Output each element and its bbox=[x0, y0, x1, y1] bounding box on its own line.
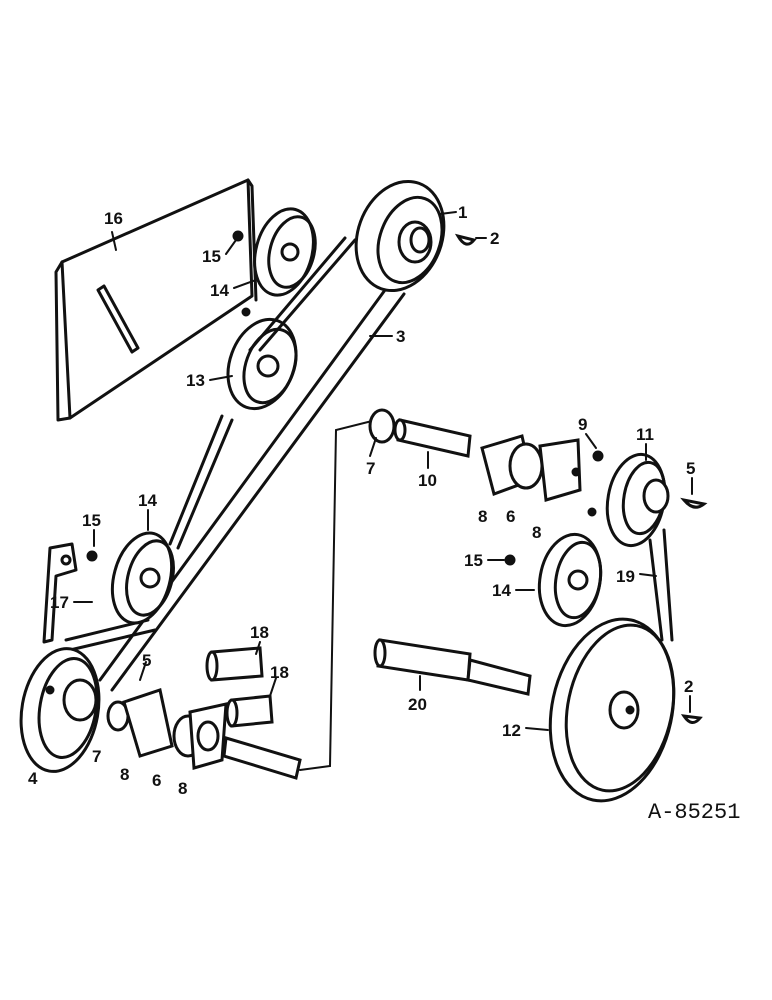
label-14-left: 14 bbox=[138, 491, 157, 510]
label-17: 17 bbox=[50, 593, 69, 612]
label-3: 3 bbox=[396, 327, 405, 346]
label-2-top: 2 bbox=[490, 229, 499, 248]
label-2-bottom: 2 bbox=[684, 677, 693, 696]
figure-code: A-85251 bbox=[648, 800, 740, 825]
key-2-top bbox=[454, 233, 477, 246]
idler-pulley-left bbox=[86, 531, 175, 625]
mounting-bracket-17 bbox=[42, 542, 78, 644]
pulley-11 bbox=[605, 452, 670, 548]
pulley-1 bbox=[354, 179, 446, 293]
key-5-right bbox=[680, 497, 708, 509]
leader-lines bbox=[73, 211, 693, 731]
label-18-top: 18 bbox=[250, 623, 269, 642]
key-2-bottom bbox=[680, 714, 703, 724]
connector-line bbox=[299, 419, 377, 771]
idler-pulley-right bbox=[504, 532, 603, 628]
label-14-top: 14 bbox=[210, 281, 229, 300]
label-16: 16 bbox=[104, 209, 123, 228]
label-15-right: 15 bbox=[464, 551, 483, 570]
label-19: 19 bbox=[616, 567, 635, 586]
label-8-left-a: 8 bbox=[120, 765, 129, 784]
bracket-plate bbox=[54, 178, 258, 422]
label-6-left: 6 bbox=[152, 771, 161, 790]
label-4: 4 bbox=[28, 769, 38, 788]
label-20: 20 bbox=[408, 695, 427, 714]
right-bearing-assembly bbox=[368, 408, 604, 517]
label-7-left: 7 bbox=[92, 747, 101, 766]
label-18-bottom: 18 bbox=[270, 663, 289, 682]
left-bearing-assembly bbox=[106, 688, 228, 770]
belt-19 bbox=[648, 528, 674, 642]
shaft-18 bbox=[205, 646, 302, 780]
label-7-right: 7 bbox=[366, 459, 375, 478]
label-5-right: 5 bbox=[686, 459, 695, 478]
label-5-left: 5 bbox=[142, 651, 151, 670]
label-12: 12 bbox=[502, 721, 521, 740]
idler-pulley-top bbox=[232, 207, 317, 297]
label-14-right: 14 bbox=[492, 581, 511, 600]
idler-pulley-13 bbox=[226, 317, 298, 411]
pulley-12 bbox=[548, 617, 676, 803]
label-8-right-a: 8 bbox=[478, 507, 487, 526]
label-8-left-b: 8 bbox=[178, 779, 187, 798]
part-number-labels: 1 2 3 16 15 14 13 14 15 17 5 18 18 7 8 6… bbox=[28, 203, 695, 798]
label-13: 13 bbox=[186, 371, 205, 390]
label-15-top: 15 bbox=[202, 247, 221, 266]
shaft-20 bbox=[373, 638, 532, 696]
label-1: 1 bbox=[458, 203, 467, 222]
label-15-left: 15 bbox=[82, 511, 101, 530]
pulley-4 bbox=[19, 647, 101, 773]
label-6-right: 6 bbox=[506, 507, 515, 526]
label-9: 9 bbox=[578, 415, 587, 434]
label-11: 11 bbox=[636, 425, 654, 444]
label-10: 10 bbox=[418, 471, 437, 490]
label-8-right-b: 8 bbox=[532, 523, 541, 542]
